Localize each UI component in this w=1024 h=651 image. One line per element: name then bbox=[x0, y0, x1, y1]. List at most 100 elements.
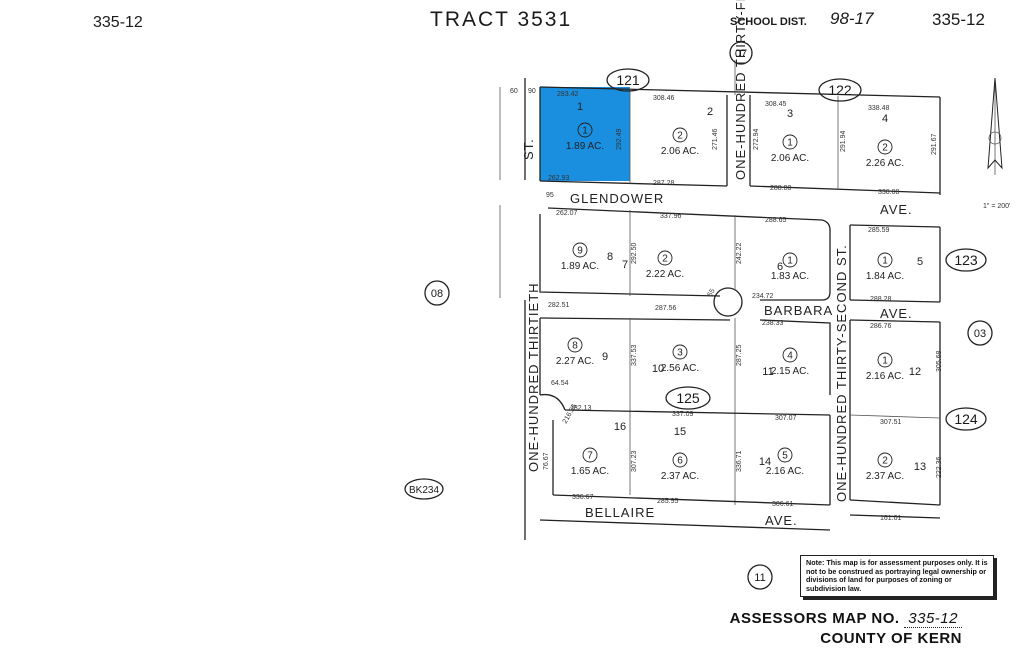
dimension-label: 287.25 bbox=[736, 344, 743, 366]
dimension-label: 76.67 bbox=[543, 452, 550, 470]
book-label[interactable]: 123 bbox=[945, 248, 987, 272]
svg-text:124: 124 bbox=[954, 411, 978, 427]
parcel[interactable]: 22.22 AC.7 bbox=[622, 250, 684, 280]
book-label[interactable]: 124 bbox=[945, 407, 987, 431]
lot-number: 15 bbox=[674, 426, 686, 438]
svg-text:08: 08 bbox=[431, 288, 443, 300]
parcel[interactable]: 12.06 AC.3 bbox=[771, 108, 809, 164]
lot-number: 2 bbox=[707, 106, 713, 118]
parcel-number: 1 bbox=[882, 256, 888, 267]
parcel-acreage: 2.56 AC. bbox=[661, 363, 699, 374]
highlighted-parcel[interactable] bbox=[540, 87, 630, 181]
parcel-acreage: 2.16 AC. bbox=[866, 371, 904, 382]
parcel-acreage: 2.15 AC. bbox=[771, 366, 809, 377]
book-label[interactable]: 122 bbox=[818, 78, 862, 102]
parcel[interactable]: 62.37 AC.15 bbox=[661, 426, 699, 482]
dimension-label: 242.22 bbox=[736, 242, 743, 264]
parcel[interactable]: 82.27 AC.9 bbox=[556, 337, 608, 367]
dimension-label: 307.51 bbox=[880, 419, 902, 426]
parcel-number-circle bbox=[777, 447, 793, 463]
dimension-label: 271.46 bbox=[712, 128, 719, 150]
map-ref[interactable]: 07 bbox=[729, 41, 753, 65]
street-label-glendower: GLENDOWER bbox=[570, 191, 664, 206]
dimension-label: 285.95 bbox=[657, 498, 679, 505]
tract-title: TRACT 3531 bbox=[430, 8, 572, 31]
parcel[interactable]: 11.84 AC.5 bbox=[866, 252, 923, 282]
svg-text:11: 11 bbox=[754, 572, 765, 584]
lot-number: 6 bbox=[777, 261, 783, 273]
lot-number: 13 bbox=[914, 461, 926, 473]
disclaimer-note: Note: This map is for assessment purpose… bbox=[800, 555, 994, 597]
lot-number: 5 bbox=[917, 256, 923, 268]
lot-number: 1 bbox=[577, 101, 583, 113]
dimension-label: 287.56 bbox=[655, 305, 677, 312]
page-number-right: 335-12 bbox=[932, 10, 985, 29]
parcel-acreage: 2.16 AC. bbox=[766, 466, 804, 477]
scale-label: 1" = 200' bbox=[983, 203, 1010, 210]
parcel-number: 1 bbox=[787, 256, 793, 267]
dimension-label: 60 bbox=[510, 88, 518, 95]
map-ref[interactable]: BK234 bbox=[404, 478, 444, 500]
parcel[interactable]: 11.89 AC.1 bbox=[566, 101, 604, 152]
dimension-label: 283.42 bbox=[557, 91, 579, 98]
street-label-glendower-ave: AVE. bbox=[880, 202, 913, 217]
dimension-label: 308.46 bbox=[653, 95, 675, 102]
parcel-acreage: 1.83 AC. bbox=[771, 271, 809, 282]
street-label-mid-vertical: ONE-HUNDRED THIRTY-FIRST ST EAST bbox=[733, 0, 748, 180]
parcel-number: 1 bbox=[582, 126, 588, 137]
parcel-number-circle bbox=[782, 134, 798, 150]
parcel[interactable]: 52.16 AC.14 bbox=[759, 447, 804, 477]
street-label-bellaire-ave: AVE. bbox=[765, 513, 798, 528]
dimension-label: 288.28 bbox=[870, 296, 892, 303]
dimension-label: 286.76 bbox=[870, 323, 892, 330]
street-label-barbara: BARBARA bbox=[764, 303, 833, 318]
street-label-st-west: ST. bbox=[521, 138, 536, 160]
parcel[interactable]: 22.06 AC.2 bbox=[661, 106, 713, 157]
parcel[interactable]: 32.56 AC.10 bbox=[652, 344, 699, 375]
parcel-number-circle bbox=[567, 337, 583, 353]
parcel-number-circle bbox=[782, 252, 798, 268]
road-lines bbox=[499, 60, 941, 540]
parcel[interactable]: 91.89 AC.8 bbox=[561, 242, 613, 272]
parcel-acreage: 2.22 AC. bbox=[646, 269, 684, 280]
dimension-label: 305.68 bbox=[936, 350, 943, 372]
parcel-acreage: 2.06 AC. bbox=[771, 153, 809, 164]
dimension-label: 291.67 bbox=[931, 133, 938, 155]
svg-text:121: 121 bbox=[616, 72, 640, 88]
parcel[interactable]: 22.26 AC.4 bbox=[866, 113, 904, 169]
book-label[interactable]: 125 bbox=[665, 386, 711, 410]
dimension-label: 262.07 bbox=[556, 210, 578, 217]
map-ref[interactable]: 11 bbox=[747, 564, 773, 590]
street-label-bellaire: BELLAIRE bbox=[585, 505, 655, 520]
lot-number: 14 bbox=[759, 456, 771, 468]
dimension-label: 285.59 bbox=[868, 227, 890, 234]
dimension-label: 337.09 bbox=[672, 411, 694, 418]
parcel[interactable]: 1 1.83 AC.6 bbox=[771, 252, 809, 282]
dimension-label: 182.13 bbox=[570, 405, 592, 412]
dimension-label: 336.71 bbox=[736, 450, 743, 472]
parcel-acreage: 1.89 AC. bbox=[561, 261, 599, 272]
school-dist-label: SCHOOL DIST. bbox=[730, 16, 807, 28]
parcel-number: 2 bbox=[882, 456, 888, 467]
parcel[interactable]: 71.65 AC.16 bbox=[571, 421, 626, 477]
parcel-acreage: 1.65 AC. bbox=[571, 466, 609, 477]
parcel-number-circle bbox=[672, 344, 688, 360]
parcel-number: 7 bbox=[587, 451, 593, 462]
lot-number: 11 bbox=[762, 366, 773, 378]
parcel-number-circle bbox=[782, 347, 798, 363]
book-label[interactable]: 121 bbox=[606, 68, 650, 92]
parcel[interactable]: 12.16 AC.12 bbox=[866, 352, 921, 382]
parcel[interactable]: 42.15 AC.11 bbox=[762, 347, 809, 378]
dimension-label: 337.96 bbox=[660, 213, 682, 220]
map-ref[interactable]: 03 bbox=[967, 320, 993, 346]
parcel[interactable]: 22.37 AC.13 bbox=[866, 452, 926, 482]
svg-text:123: 123 bbox=[954, 252, 978, 268]
parcel-number: 2 bbox=[882, 143, 888, 154]
map-ref[interactable]: 08 bbox=[424, 280, 450, 306]
dimension-label: 282.51 bbox=[548, 302, 570, 309]
assessors-map-number: ASSESSORS MAP NO. 335-12 bbox=[730, 610, 962, 628]
parcel-number-circle bbox=[582, 447, 598, 463]
dimension-label: 287.28 bbox=[653, 180, 675, 187]
parcel-number-circle bbox=[572, 242, 588, 258]
parcel-number: 1 bbox=[787, 138, 793, 149]
